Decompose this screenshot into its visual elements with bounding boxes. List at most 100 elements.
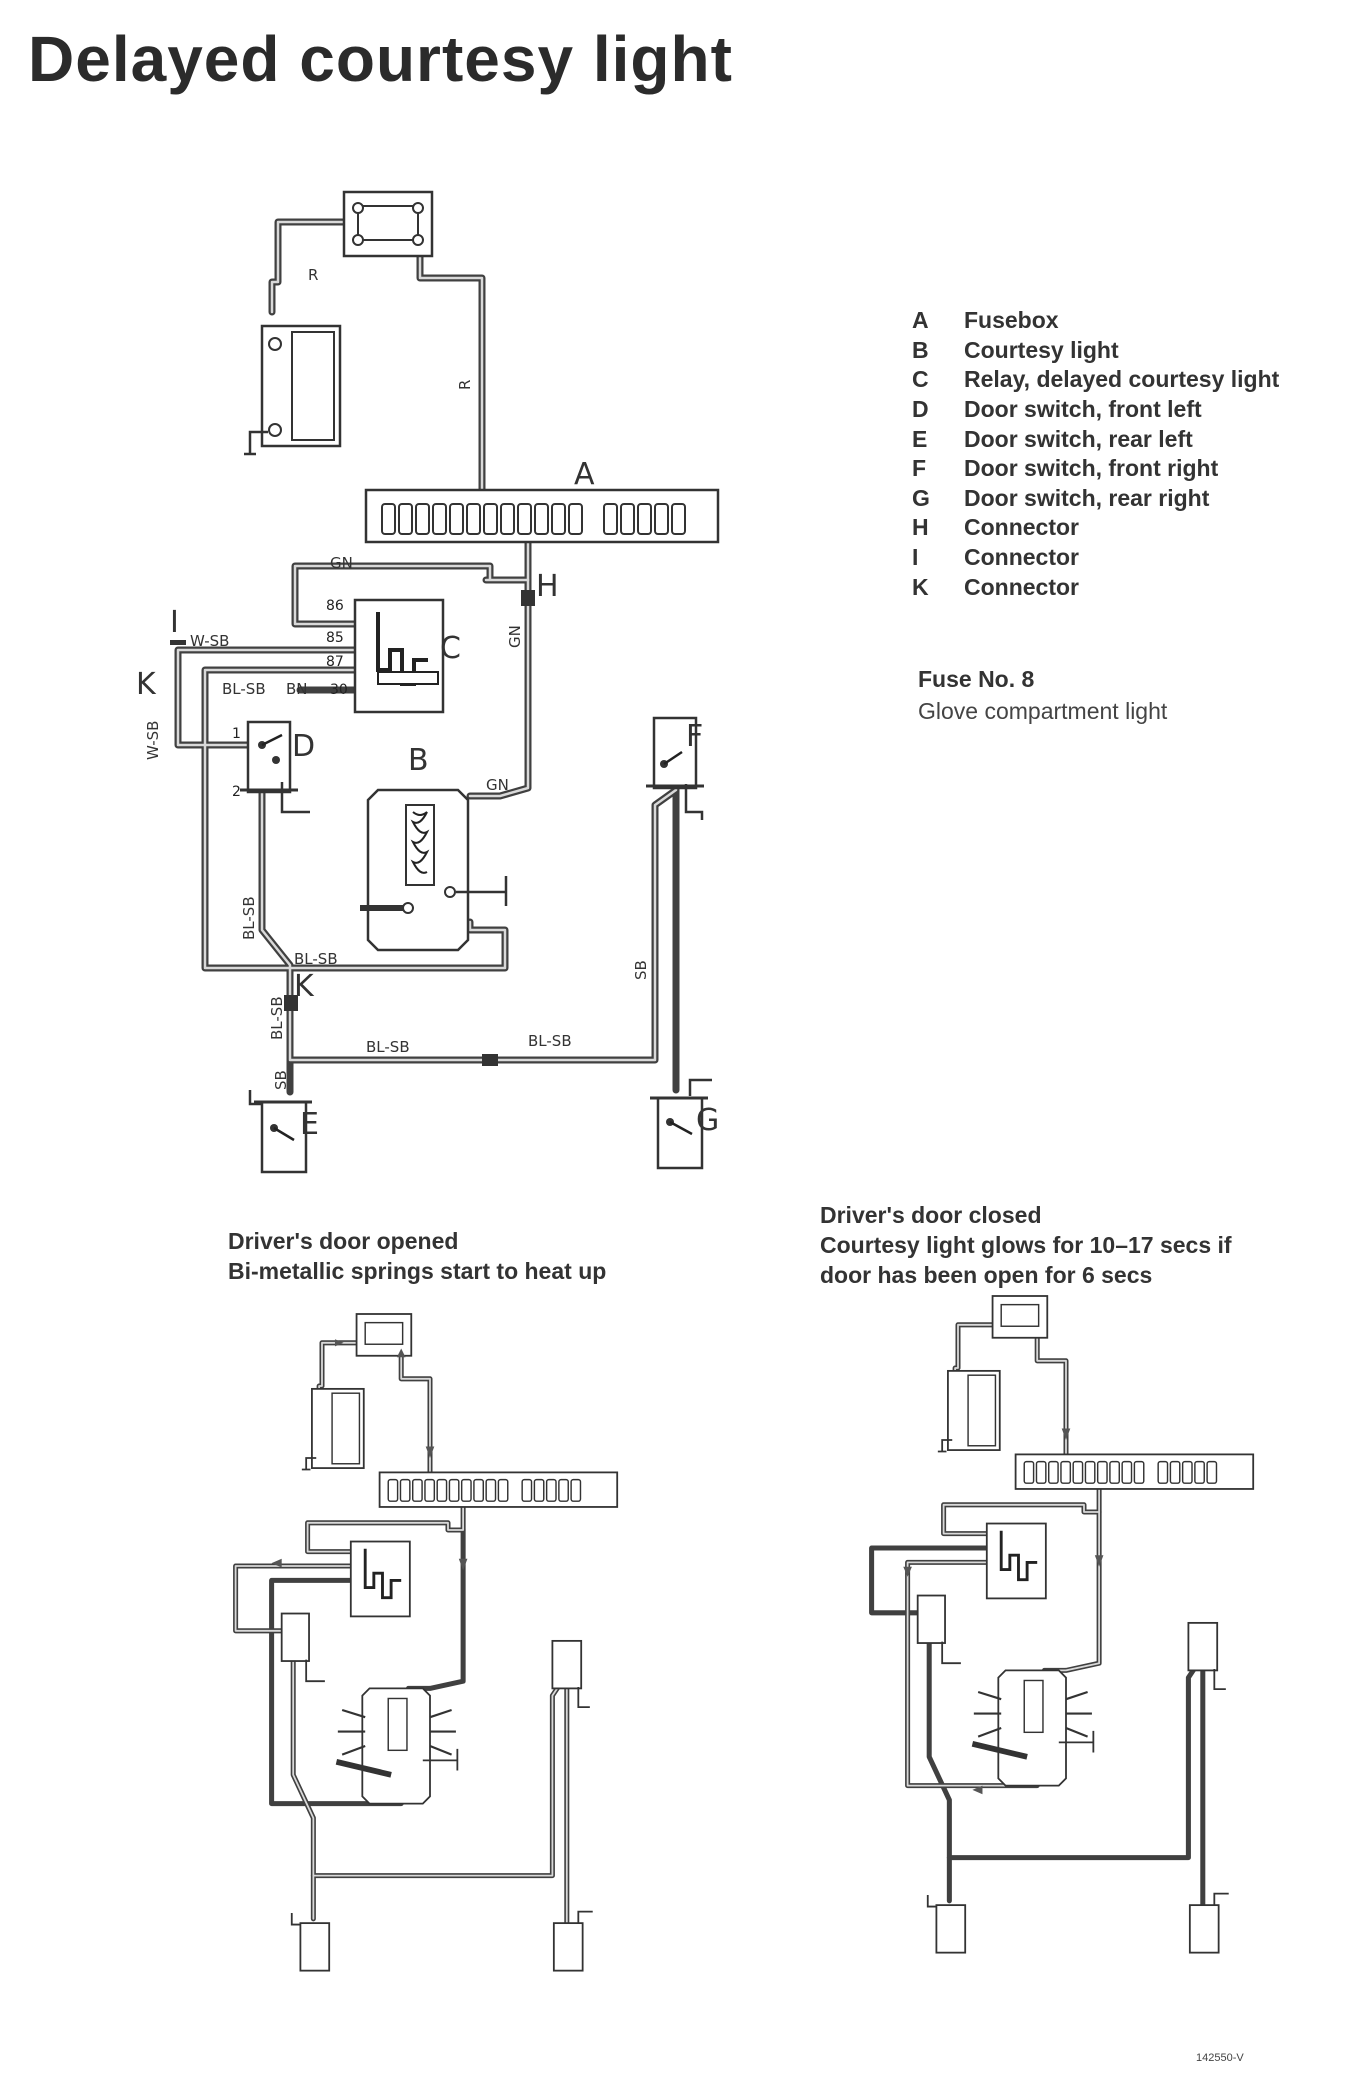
fuse-slot	[533, 1478, 545, 1502]
wire-label-bl-sb-e: BL-SB	[268, 996, 286, 1040]
legend-label: Door switch, front right	[964, 455, 1219, 482]
legend-letter: B	[912, 336, 929, 363]
connector-i	[170, 640, 186, 645]
label-d: D	[292, 729, 315, 764]
fuse-slot	[483, 503, 498, 535]
fuse-slot	[1133, 1460, 1145, 1484]
fuse-slot	[1035, 1460, 1047, 1484]
fuse-slot	[432, 503, 447, 535]
fuse-slot	[466, 503, 481, 535]
fuse-slot	[570, 1478, 582, 1502]
page-title: Delayed courtesy light	[28, 23, 733, 95]
wire-label-sb-e: SB	[272, 1070, 290, 1090]
switch-pin-1: 1	[232, 726, 241, 742]
wire-label-bl-sb-k: BL-SB	[294, 950, 338, 968]
reference-number: 142550-V	[1196, 2052, 1244, 2064]
fuse-slot	[517, 503, 532, 535]
fuse-slot	[500, 503, 515, 535]
wire-label-bl-sb-bottom2: BL-SB	[528, 1032, 572, 1050]
wire-label-gn-top: GN	[330, 554, 353, 572]
wire-label-bl-sb-relay: BL-SB	[222, 680, 266, 698]
legend-letter: C	[912, 366, 929, 393]
caption-door-closed: Driver's door closed Courtesy light glow…	[820, 1200, 1232, 1290]
relay-pin-85: 85	[326, 630, 344, 646]
label-f: F	[686, 719, 703, 754]
fuse-slot	[1169, 1460, 1181, 1484]
door-switch-f	[646, 716, 704, 820]
fuse-slot	[1157, 1460, 1169, 1484]
fuse-slot	[1181, 1460, 1193, 1484]
relay-pin-30: 30	[330, 682, 348, 698]
wire-label-bl-sb-d: BL-SB	[240, 896, 258, 940]
fuse-slot	[399, 1478, 411, 1502]
legend-label: Connector	[964, 573, 1079, 600]
fuse-slot	[387, 1478, 399, 1502]
fuse-slot	[545, 1478, 557, 1502]
legend-label: Door switch, rear left	[964, 425, 1193, 452]
wire-label-w-sb-vert: W-SB	[144, 721, 162, 760]
wire-label-w-sb: W-SB	[190, 632, 229, 650]
legend-letter: I	[912, 544, 919, 571]
fuse-slot	[1206, 1460, 1218, 1484]
fuse-slot	[620, 503, 635, 535]
fuse-slot	[1096, 1460, 1108, 1484]
legend-label: Connector	[964, 514, 1079, 541]
fuse-slot	[436, 1478, 448, 1502]
fuse-slot	[637, 503, 652, 535]
legend-letter: K	[912, 573, 929, 600]
connector-k	[284, 995, 298, 1011]
caption-door-opened: Driver's door opened Bi-metallic springs…	[228, 1226, 606, 1286]
caption-left-line2: Bi-metallic springs start to heat up	[228, 1258, 607, 1284]
fuse-slot	[558, 1478, 569, 1502]
legend-label: Door switch, rear right	[964, 484, 1210, 511]
connector-h	[521, 590, 535, 606]
wire-label-sb-g: SB	[632, 960, 650, 980]
fuse-slot	[411, 1478, 423, 1502]
door-switch-e	[248, 1090, 312, 1174]
label-h: H	[536, 569, 559, 604]
wire-label-gn-light: GN	[486, 776, 509, 794]
legend-row: K Connector	[912, 572, 1279, 602]
fuse-slot	[449, 503, 464, 535]
legend-label: Courtesy light	[964, 336, 1119, 363]
caption-right-line1: Driver's door closed	[820, 1202, 1042, 1228]
label-k-left: K	[136, 667, 157, 702]
label-k-bottom: K	[294, 969, 315, 1004]
legend-letter: A	[912, 307, 929, 334]
relay-pin-86: 86	[326, 598, 344, 614]
fuse-slot	[551, 503, 566, 535]
wire-label-bl-sb-bottom1: BL-SB	[366, 1038, 410, 1056]
fuse-slot	[398, 503, 413, 535]
fuse-slot	[603, 503, 618, 535]
legend-letter: G	[912, 484, 930, 511]
fuse-info: Fuse No. 8 Glove compartment light	[918, 666, 1167, 725]
fuse-slot	[473, 1478, 484, 1502]
supply-connector	[342, 190, 434, 258]
label-a: A	[574, 457, 595, 492]
label-g: G	[696, 1103, 719, 1138]
caption-left-line1: Driver's door opened	[228, 1228, 459, 1254]
fuse-slot	[534, 503, 549, 535]
relay-c	[353, 598, 445, 714]
fuse-slot	[671, 503, 686, 535]
legend-label: Relay, delayed courtesy light	[964, 366, 1280, 393]
caption-right-line3: door has been open for 6 secs	[820, 1262, 1153, 1288]
fuse-slot	[424, 1478, 436, 1502]
legend-row: B Courtesy light	[912, 336, 1279, 366]
fuse-slot	[497, 1478, 509, 1502]
fuse-number: Fuse No. 8	[918, 666, 1035, 692]
fuse-slot	[485, 1478, 497, 1502]
legend-letter: F	[912, 455, 927, 482]
fuse-slot	[460, 1478, 472, 1502]
legend-row: F Door switch, front right	[912, 454, 1279, 484]
fuse-slot	[1060, 1460, 1072, 1484]
fuse-slot	[381, 503, 396, 535]
label-i: I	[170, 605, 179, 640]
door-opened-diagram	[233, 1313, 619, 1972]
fuse-slot	[1194, 1460, 1205, 1484]
main-wire-cores	[176, 220, 678, 1062]
fuse-description: Glove compartment light	[918, 698, 1168, 724]
